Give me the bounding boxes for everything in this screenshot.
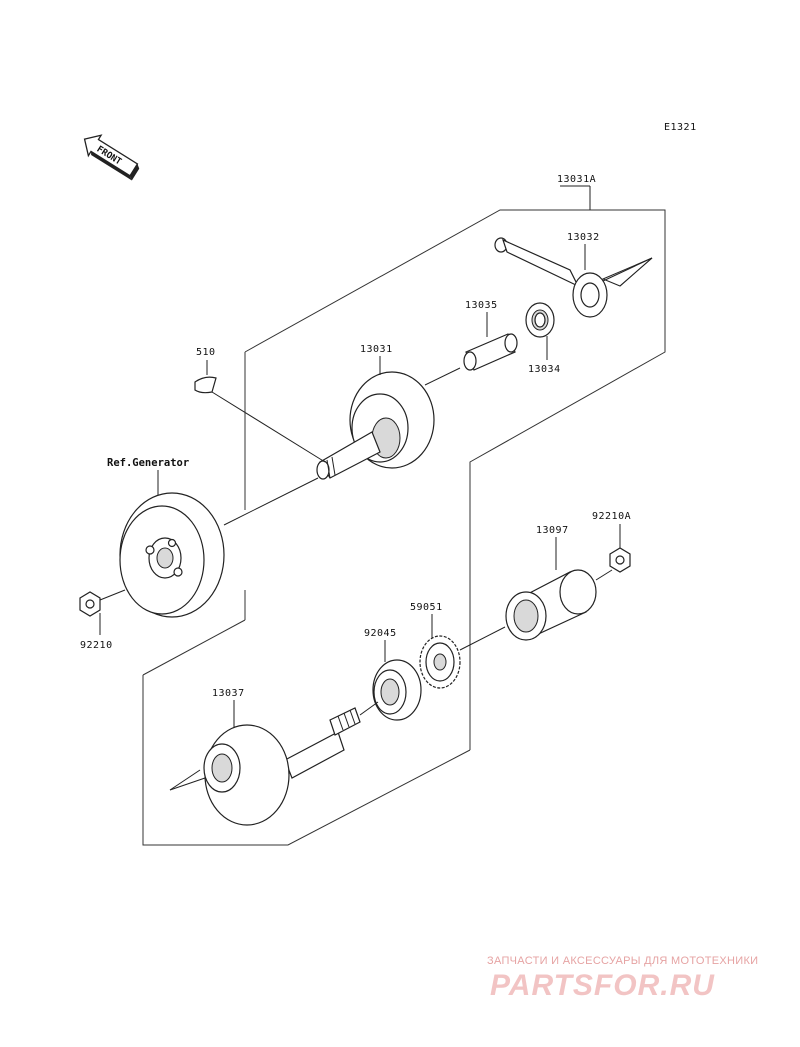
gear-nut: [609, 547, 631, 573]
label-13035: 13035: [465, 300, 498, 311]
generator-flywheel: [119, 492, 225, 618]
flywheel-nut: [79, 591, 101, 617]
watermark-brand: PARTSFOR.RU: [490, 969, 715, 1002]
watermark-tagline: ЗАПЧАСТИ И АКСЕССУАРЫ ДЛЯ МОТОТЕХНИКИ: [487, 955, 758, 967]
label-13034: 13034: [528, 364, 561, 375]
label-13031A: 13031A: [557, 174, 596, 185]
upper-assembly-frame: [244, 209, 666, 750]
label-92210: 92210: [80, 640, 113, 651]
label-13031: 13031: [360, 344, 393, 355]
label-13032: 13032: [567, 232, 600, 243]
diagram-code: E1321: [664, 122, 697, 133]
front-arrow-icon: FRONT: [83, 134, 140, 181]
crank-pin: [463, 333, 518, 371]
needle-bearing: [525, 302, 555, 338]
label-92045: 92045: [364, 628, 397, 639]
label-59051: 59051: [410, 602, 443, 613]
drive-gear-sleeve: [505, 569, 597, 641]
label-ref-generator: Ref.Generator: [107, 457, 189, 469]
connecting-rod: [494, 237, 653, 318]
label-92210A: 92210A: [592, 511, 631, 522]
primary-gear: [419, 635, 461, 689]
lower-assembly-frame: [142, 675, 471, 846]
ball-bearing: [372, 659, 422, 721]
label-510: 510: [196, 347, 216, 358]
crankshaft-right: [316, 371, 435, 480]
label-13037: 13037: [212, 688, 245, 699]
woodruff-key: [194, 376, 217, 394]
crankshaft-left: [169, 707, 361, 826]
label-13097: 13097: [536, 525, 569, 536]
